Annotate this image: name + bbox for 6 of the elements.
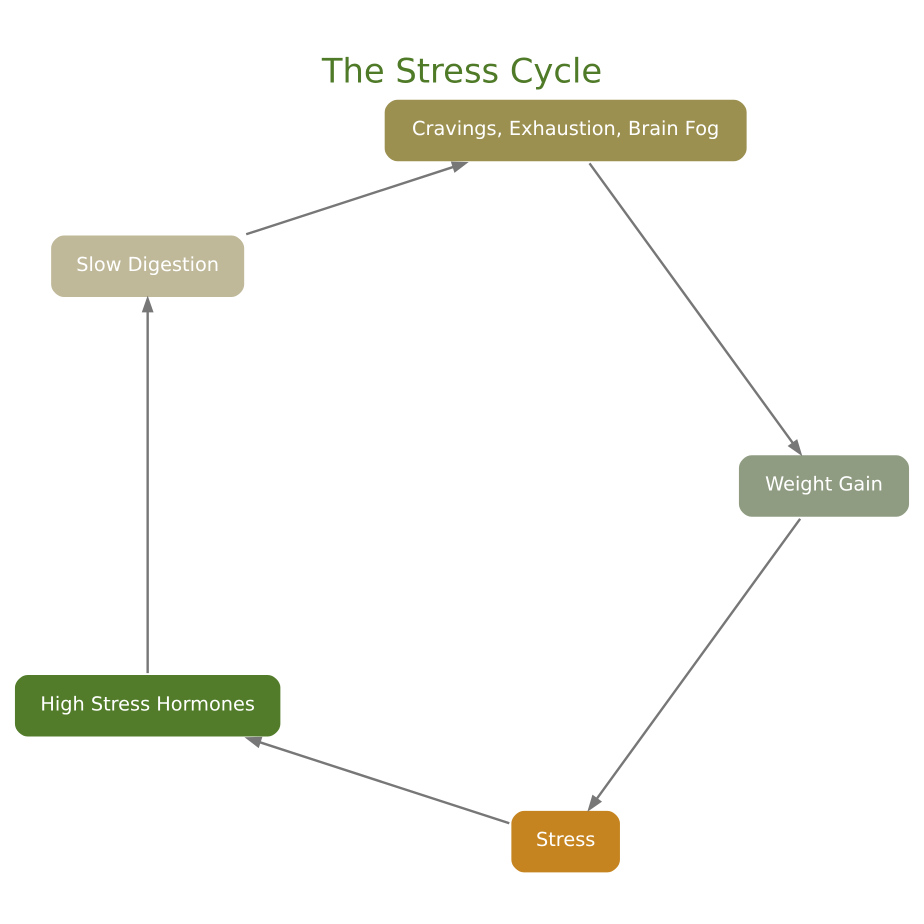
arrow <box>142 295 154 673</box>
arrow <box>588 162 802 456</box>
diagram-title: The Stress Cycle <box>322 51 602 90</box>
arrow <box>246 161 469 235</box>
arrow <box>244 736 510 824</box>
arrow <box>587 518 802 812</box>
